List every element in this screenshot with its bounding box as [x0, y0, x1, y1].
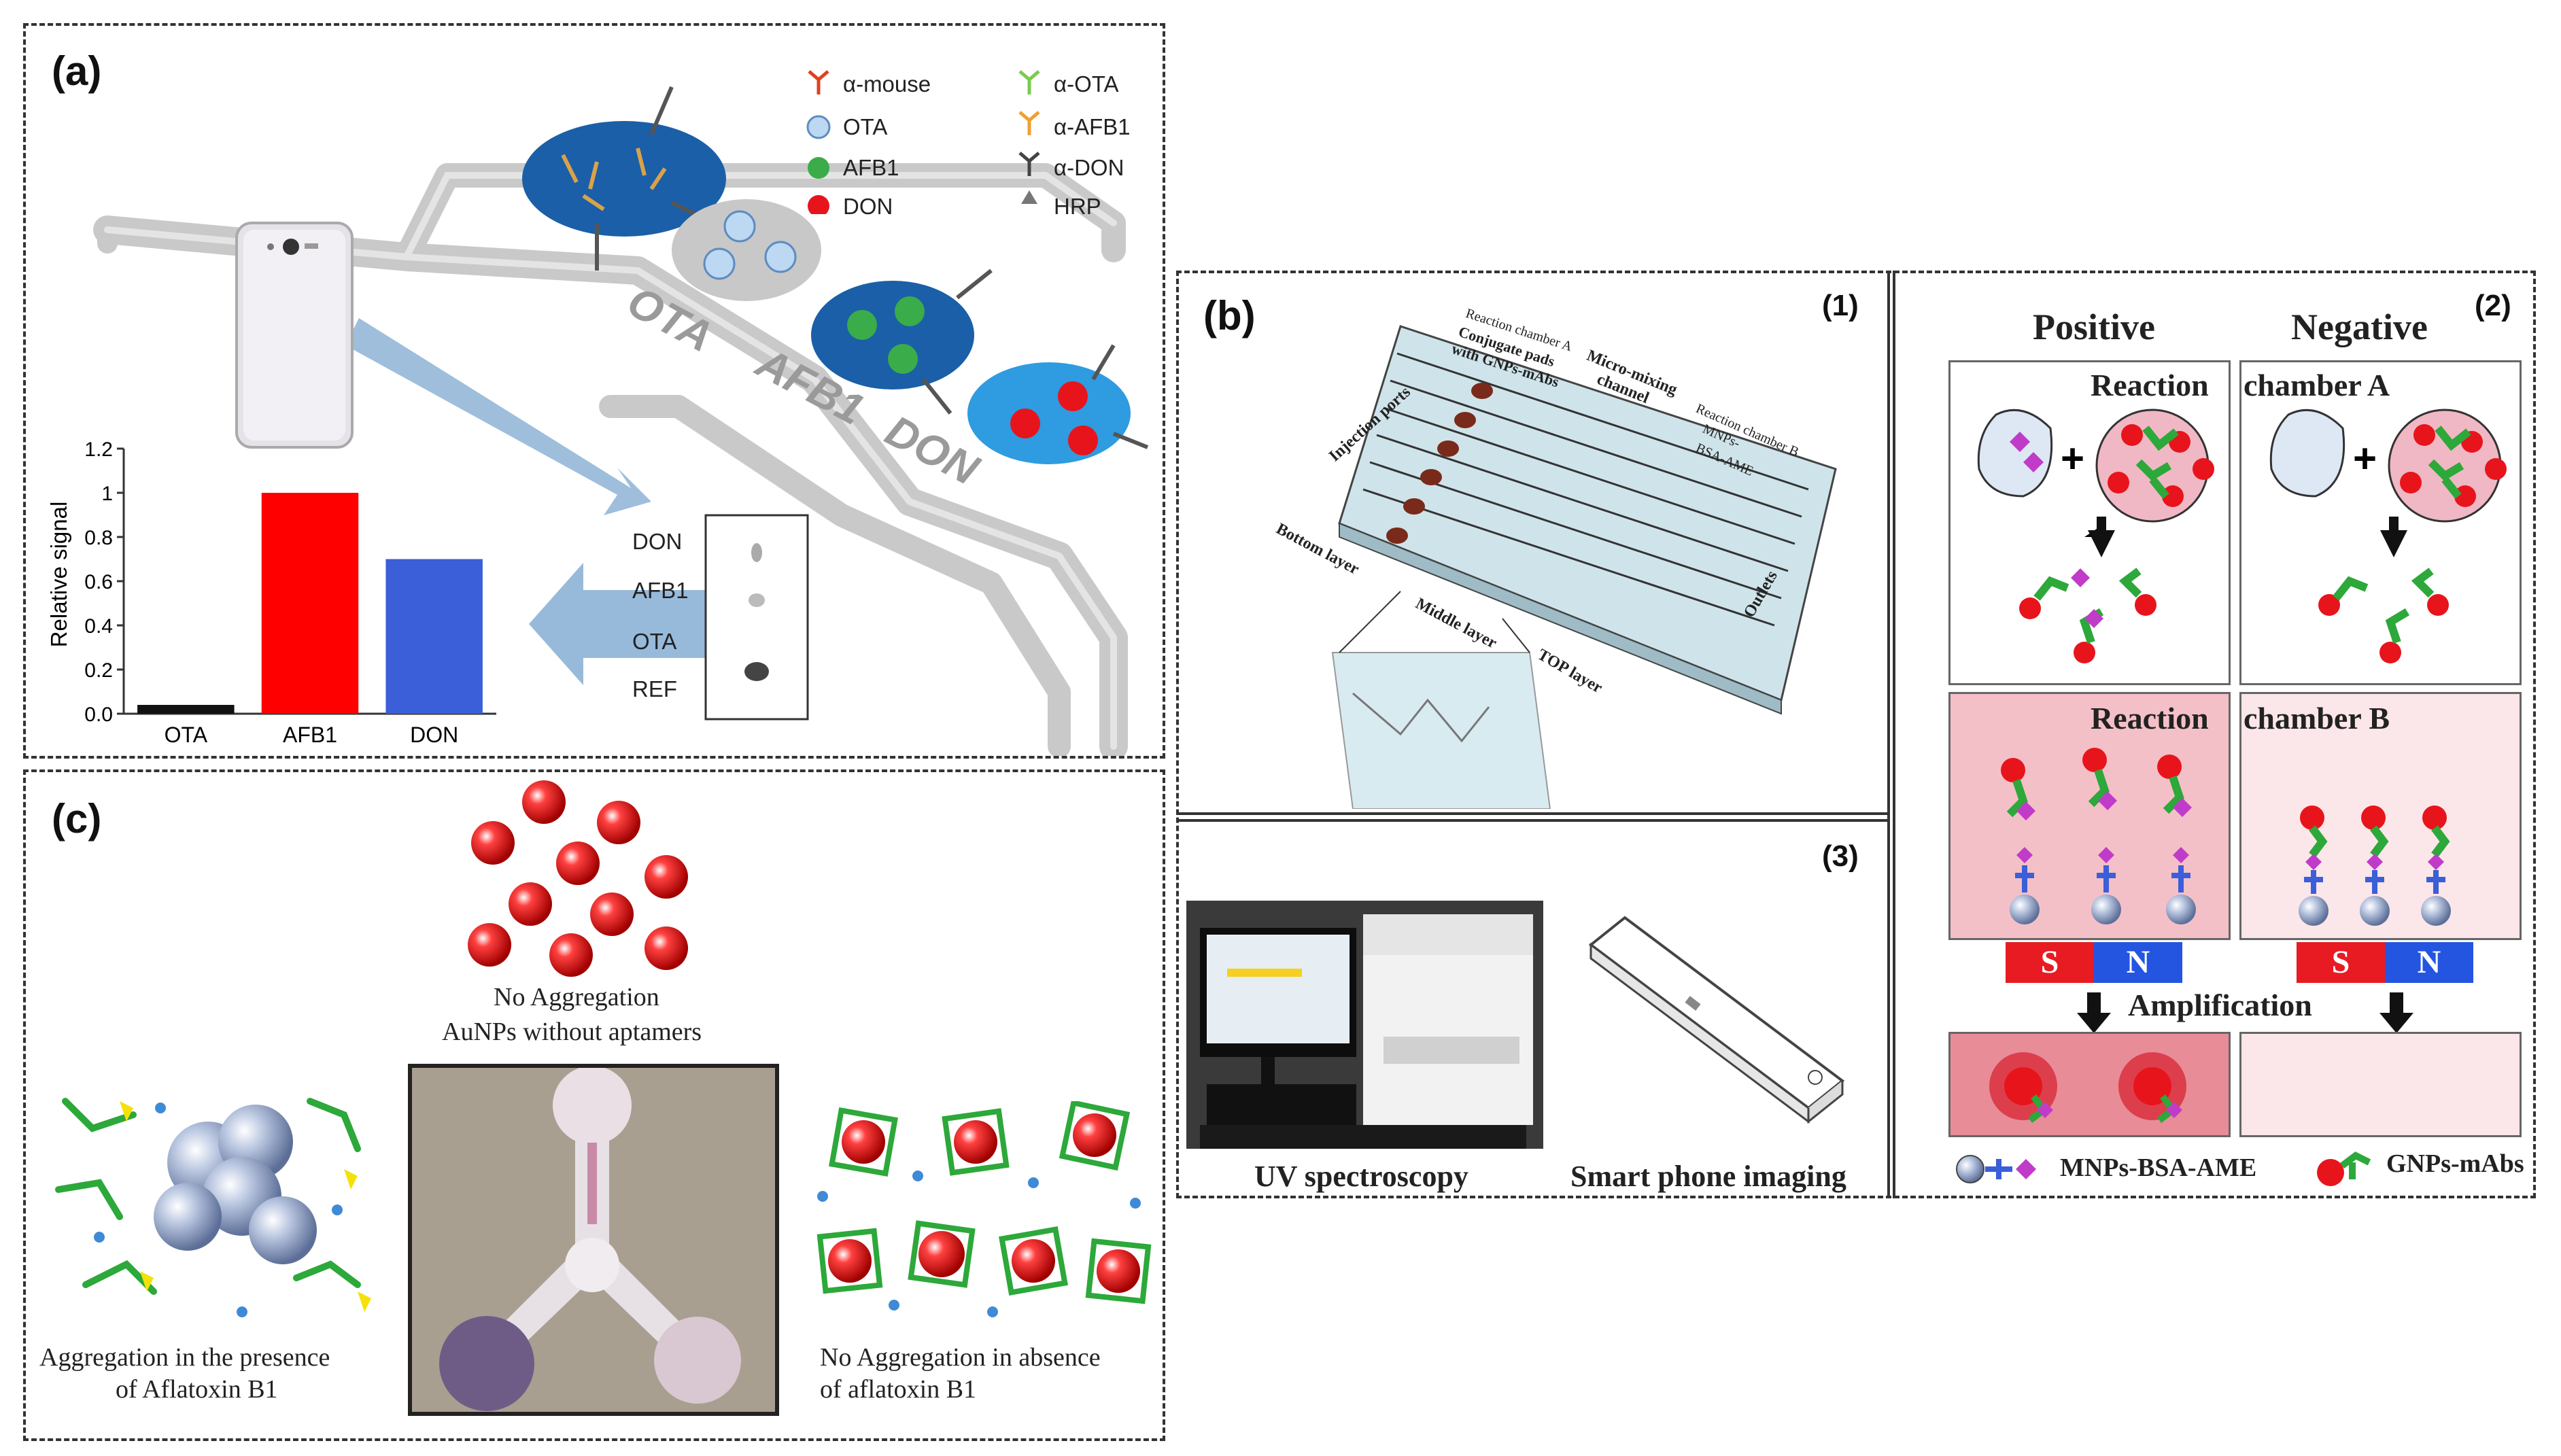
- panel-a: [23, 23, 1165, 759]
- y-tick-label: 1.2: [84, 438, 113, 461]
- bar-afb1: [261, 493, 359, 714]
- amplification-drawing: [1989, 1052, 2186, 1123]
- legend-gnps-mabs: GNPs-mAbs: [2386, 1149, 2524, 1178]
- uv-spectroscopy-label: UV spectroscopy: [1254, 1160, 1468, 1193]
- no-aggregation-absence-line2: of aflatoxin B1: [820, 1375, 977, 1404]
- reaction-b-label-1: Reaction: [2091, 701, 2209, 735]
- ota-icon: [806, 115, 831, 139]
- legend-alpha-don: α-DON: [1054, 155, 1124, 180]
- reaction-b-label-2: chamber B: [2244, 701, 2390, 735]
- negative-heading: Negative: [2291, 307, 2428, 347]
- down-arrow-icon: [2379, 992, 2413, 1033]
- dispersed-aunps: [817, 1101, 1152, 1317]
- reaction-a-label-2: chamber A: [2244, 368, 2390, 402]
- amplification-negative-box: [2239, 1032, 2522, 1137]
- panel-b-divider-horizontal: [1176, 812, 1890, 822]
- strip-label-ota: OTA: [632, 629, 677, 654]
- arrow-to-chart: [529, 563, 753, 685]
- microfluidic-chip: [1331, 325, 1837, 809]
- smartphone-drawing: [1588, 916, 1845, 1124]
- down-arrow-icon: [2077, 992, 2111, 1033]
- arrow-to-strip: [345, 318, 651, 515]
- panel-b: [1176, 271, 2536, 1198]
- y-tick-label: 0.6: [84, 571, 113, 593]
- subpanel-3-number: (3): [1822, 839, 1859, 873]
- legend-mnps-bsa-ame-icon: [1956, 1155, 2036, 1183]
- positive-heading: Positive: [2033, 307, 2155, 347]
- grey-pad-ota: [672, 199, 821, 301]
- strip-label-afb1: AFB1: [632, 578, 689, 603]
- magnet-s-positive: S: [2006, 942, 2094, 983]
- legend-gnps-mabs-icon: [2317, 1151, 2371, 1186]
- afb1-icon: [808, 157, 829, 179]
- x-tick-label: AFB1: [283, 723, 337, 747]
- bar-ota: [137, 705, 235, 714]
- svg-text:+: +: [2061, 436, 2084, 481]
- hrp-icon: [1021, 190, 1037, 204]
- panel-c-label: (c): [52, 796, 102, 842]
- no-aggregation-label: No Aggregation: [494, 983, 659, 1011]
- magnet-positive: S N: [2006, 942, 2182, 983]
- y-tick-label: 0.4: [84, 615, 113, 638]
- smart-phone-imaging-label: Smart phone imaging: [1570, 1160, 1846, 1193]
- panel-a-label: (a): [52, 48, 102, 94]
- blue-pad-don: [967, 344, 1149, 464]
- legend-mnps-bsa-ame: MNPs-BSA-AME: [2060, 1154, 2257, 1182]
- subpanel-2-number: (2): [2475, 289, 2511, 322]
- alpha-afb1-antibody-icon: [1018, 111, 1040, 135]
- phone-icon: [235, 222, 354, 449]
- legend-alpha-mouse: α-mouse: [843, 71, 931, 97]
- x-tick-label: OTA: [165, 723, 208, 747]
- uv-spectroscopy-photo: [1186, 901, 1543, 1149]
- panel-a-illustration: OTA AFB1 DON: [93, 86, 1149, 756]
- y-axis-label: Relative signal: [48, 502, 71, 648]
- panel-b-label: (b): [1203, 293, 1256, 339]
- svg-text:+: +: [2353, 436, 2377, 481]
- strip-label-don: DON: [632, 529, 683, 554]
- magnet-n-negative: N: [2385, 942, 2473, 983]
- reaction-a-label-1: Reaction: [2091, 368, 2209, 402]
- blue-pad-afb1: [811, 268, 993, 415]
- gold-nanoparticles-cluster: [468, 780, 688, 977]
- amplification-label: Amplification: [2128, 988, 2312, 1022]
- reaction-a-drawing: + +: [1977, 409, 2507, 663]
- magnet-s-negative: S: [2297, 942, 2385, 983]
- panel-b-divider-vertical: [1887, 271, 1895, 1198]
- test-strip: [704, 514, 809, 721]
- subpanel-1-number: (1): [1822, 289, 1859, 322]
- magnet-negative: S N: [2297, 942, 2473, 983]
- y-tick-label: 1: [101, 483, 113, 505]
- bar-don: [385, 559, 483, 714]
- legend-afb1: AFB1: [843, 155, 899, 180]
- alpha-ota-antibody-icon: [1018, 70, 1040, 94]
- legend-hrp: HRP: [1054, 194, 1101, 219]
- aunps-without-aptamers-label: AuNPs without aptamers: [442, 1018, 702, 1046]
- y-tick-label: 0.8: [84, 527, 113, 549]
- alpha-mouse-antibody-icon: [808, 70, 829, 94]
- legend-ota: OTA: [843, 114, 888, 139]
- reaction-b-drawing: [2001, 748, 2451, 926]
- legend-alpha-afb1: α-AFB1: [1054, 114, 1131, 139]
- y-tick-label: 0.0: [84, 704, 113, 726]
- magnet-n-positive: N: [2094, 942, 2182, 983]
- paper-device-photo: [408, 1064, 779, 1416]
- aggregation-label-line2: of Aflatoxin B1: [116, 1375, 278, 1404]
- aggregation-label-line1: Aggregation in the presence: [39, 1343, 330, 1372]
- legend-alpha-ota: α-OTA: [1054, 71, 1119, 97]
- relative-signal-bar-chart: Relative signal 0.0 0.2 0.4 0.6 0.8 1 1.2 OTA A…: [48, 438, 496, 747]
- aggregation-cluster: [55, 1098, 371, 1317]
- don-icon: [808, 195, 829, 214]
- panel-a-legend: α-mouse OTA AFB1 DON α-OTA α-AFB1 α-DON …: [795, 51, 1163, 219]
- reaction-a-negative-box: [2239, 360, 2522, 685]
- panel-c: [23, 769, 1165, 1441]
- x-tick-label: DON: [410, 723, 458, 747]
- no-aggregation-absence-line1: No Aggregation in absence: [820, 1343, 1101, 1372]
- legend-don: DON: [843, 194, 893, 219]
- alpha-don-antibody-icon: [1018, 152, 1040, 176]
- strip-label-ref: REF: [632, 676, 677, 701]
- y-tick-label: 0.2: [84, 659, 113, 682]
- amplification-arrows: [2077, 992, 2413, 1033]
